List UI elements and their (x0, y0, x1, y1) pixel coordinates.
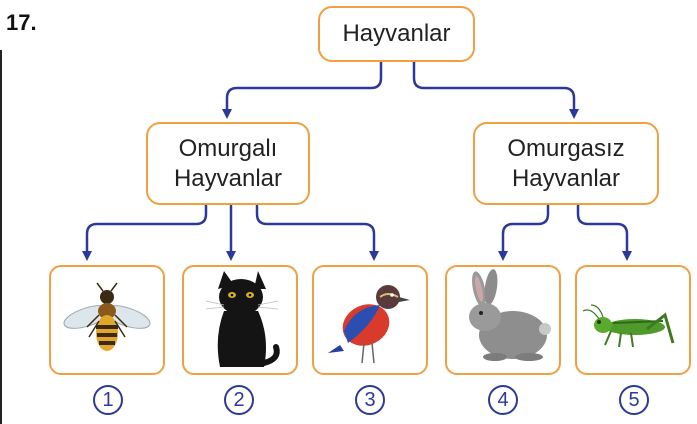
arrow-right-5 (576, 205, 632, 261)
bee-icon (63, 282, 151, 351)
vertebrates-label-line2: Hayvanlar (173, 164, 283, 192)
grasshopper-icon (582, 304, 675, 348)
animal-box-1 (49, 265, 165, 375)
animal-box-2 (182, 265, 298, 375)
animal-number-5: 5 (619, 385, 649, 415)
animal-box-3 (312, 265, 428, 375)
animal-number-1: 1 (93, 385, 123, 415)
invertebrates-label-line2: Hayvanlar (511, 164, 621, 192)
animal-box-5 (575, 265, 691, 375)
vertebrates-node: Omurgalı Hayvanlar (146, 122, 310, 205)
root-label: Hayvanlar (342, 20, 451, 47)
question-number: 17. (6, 10, 37, 35)
arrow-root-left (222, 62, 383, 119)
arrow-root-right (412, 62, 579, 119)
cat-icon (205, 271, 280, 367)
invertebrates-label-line1: Omurgasız (507, 134, 625, 162)
bird-icon (328, 285, 410, 364)
invertebrates-node: Omurgasız Hayvanlar (473, 122, 659, 205)
arrow-left-3 (255, 205, 379, 261)
animal-number-4: 4 (488, 385, 518, 415)
animal-box-4 (445, 265, 561, 375)
animal-number-2: 2 (224, 385, 254, 415)
animal-number-3: 3 (355, 385, 385, 415)
vertebrates-label-line1: Omurgalı (178, 134, 278, 162)
margin-rule (0, 50, 2, 424)
arrow-right-4 (498, 205, 550, 261)
rabbit-icon (469, 269, 551, 361)
arrow-left-1 (82, 205, 208, 261)
root-node: Hayvanlar (318, 6, 475, 62)
